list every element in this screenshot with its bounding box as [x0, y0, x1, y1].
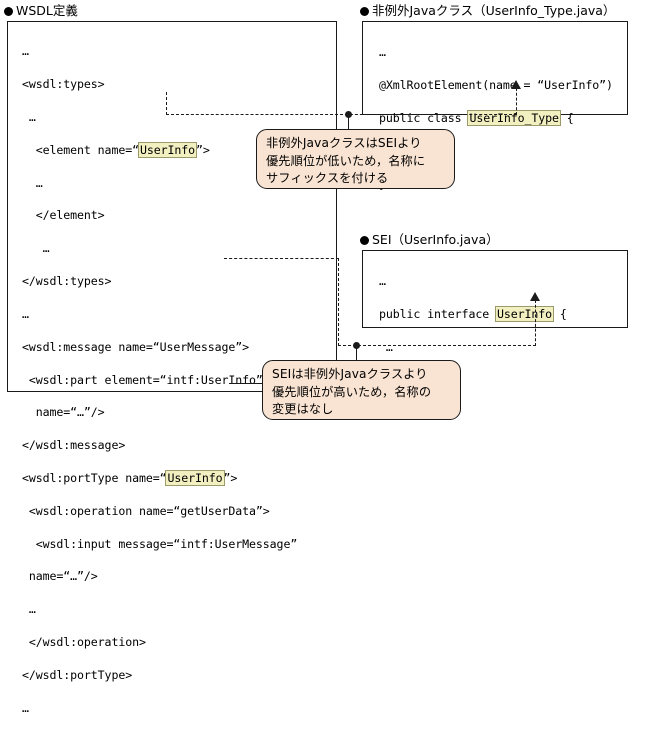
wsdl-heading-text: WSDL定義	[16, 3, 78, 18]
bullet-icon	[360, 236, 369, 245]
code-line: name=“…”/>	[22, 569, 98, 584]
code-line: <wsdl:part element=“intf:UserInfo”	[22, 372, 263, 387]
connector-porttype-vertical-drop	[338, 258, 339, 346]
code-line: …	[22, 306, 29, 321]
callout-upper-line-3: サフィックスを付ける	[266, 171, 389, 186]
callout-upper: 非例外JavaクラスはSEIより 優先順位が低いため，名称に サフィックスを付け…	[256, 129, 455, 189]
code-line: </wsdl:message>	[22, 438, 126, 453]
connector-element-vertical-rise	[516, 88, 517, 115]
sei-panel-heading: SEI（UserInfo.java）	[360, 233, 499, 247]
code-line: …	[22, 241, 50, 256]
code-line: …	[379, 274, 386, 289]
code-line: </wsdl:types>	[22, 274, 112, 289]
connector-element-horizontal	[166, 114, 517, 115]
sei-heading-text: SEI（UserInfo.java）	[372, 232, 499, 247]
sei-code-block: … public interface UserInfo { … }	[379, 257, 567, 421]
code-text: {	[553, 307, 567, 322]
connector-porttype-horizontal-out	[224, 258, 339, 259]
code-line: …	[379, 340, 393, 355]
code-text: ”>	[196, 142, 210, 157]
diagram-canvas: WSDL定義 非例外Javaクラス（UserInfo_Type.java） SE…	[4, 4, 628, 715]
bullet-icon	[4, 7, 13, 16]
code-line: </element>	[22, 208, 105, 223]
code-line-class-decl: public class UserInfo_Type {	[379, 110, 613, 127]
callout-lower-line-1: SEIは非例外Javaクラスより	[272, 367, 428, 381]
code-text: <wsdl:portType name=“	[22, 470, 167, 485]
code-line: <wsdl:input message=“intf:UserMessage”	[22, 536, 298, 551]
code-line: …	[22, 175, 43, 190]
wsdl-code-panel: … <wsdl:types> … <element name=“UserInfo…	[7, 21, 337, 715]
code-line-interface-decl: public interface UserInfo {	[379, 306, 567, 323]
arrow-to-sei-userinfo	[530, 292, 540, 301]
highlight-userinfo-interface: UserInfo	[494, 306, 555, 323]
code-line: …	[22, 700, 29, 715]
callout-upper-line-1: 非例外JavaクラスはSEIより	[266, 136, 422, 150]
callout-upper-stem	[348, 114, 349, 130]
wsdl-panel-heading: WSDL定義	[4, 4, 78, 18]
callout-upper-line-2: 優先順位が低いため，名称に	[266, 153, 426, 168]
code-line: </wsdl:operation>	[22, 635, 146, 650]
sei-code-panel: … public interface UserInfo { … }	[362, 250, 628, 387]
java-class-panel-heading: 非例外Javaクラス（UserInfo_Type.java）	[360, 4, 615, 18]
code-text: {	[559, 111, 574, 126]
code-line: …	[22, 44, 29, 59]
code-line: name=“…”/>	[22, 405, 105, 420]
code-line: <wsdl:types>	[22, 77, 105, 92]
code-line: …	[379, 45, 386, 60]
highlight-userinfo-porttype: UserInfo	[165, 469, 225, 486]
code-line: @XmlRootElement(name = “UserInfo”)	[379, 78, 613, 93]
code-line-element-name: <element name=“UserInfo”>	[22, 141, 297, 158]
callout-lower: SEIは非例外Javaクラスより 優先順位が高いため，名称の 変更はなし	[262, 360, 461, 420]
code-text: ”>	[223, 470, 238, 485]
code-line: </wsdl:portType>	[22, 667, 133, 682]
java-class-code-block: … @XmlRootElement(name = “UserInfo”) pub…	[379, 28, 613, 225]
code-line-porttype-name: <wsdl:portType name=“UserInfo”>	[22, 469, 297, 486]
callout-lower-stem	[356, 345, 357, 361]
highlight-userinfo-element: UserInfo	[137, 141, 198, 158]
callout-lower-line-3: 変更はなし	[272, 402, 334, 417]
connector-porttype-horizontal	[338, 345, 536, 346]
code-line: <wsdl:operation name=“getUserData”>	[22, 503, 270, 518]
bullet-icon	[360, 7, 369, 16]
code-text: <element name=“	[22, 142, 139, 157]
connector-element-vertical-drop	[166, 92, 167, 115]
callout-lower-line-2: 優先順位が高いため，名称の	[272, 384, 432, 399]
code-line: <wsdl:message name=“UserMessage”>	[22, 339, 250, 354]
arrow-to-userinfo-type	[511, 80, 521, 89]
connector-porttype-vertical-rise	[535, 300, 536, 346]
java-class-code-panel: … @XmlRootElement(name = “UserInfo”) pub…	[362, 21, 628, 191]
code-text: public interface	[379, 307, 496, 322]
code-line: …	[22, 602, 36, 617]
callout-lower-side-stem	[229, 383, 263, 384]
java-class-heading-text: 非例外Javaクラス（UserInfo_Type.java）	[372, 3, 616, 18]
code-line: …	[22, 110, 36, 125]
